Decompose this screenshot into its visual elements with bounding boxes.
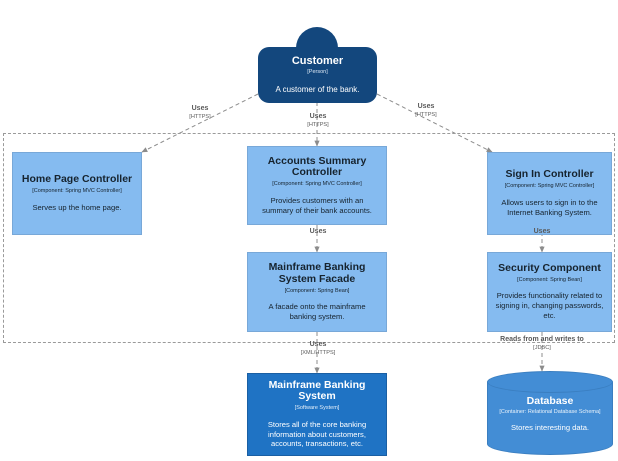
edge-label-text: Uses (309, 341, 327, 348)
sign-in-controller-name: Sign In Controller (505, 168, 594, 181)
edge-label-tech: [HTTPS] (415, 112, 437, 119)
edge-label-facade-to-mainframe: Uses [XML/HTTPS] (287, 341, 349, 357)
accounts-summary-controller-tech: [Component: Spring MVC Controller] (272, 181, 362, 188)
node-accounts-summary-controller[interactable]: Accounts Summary Controller [Component: … (247, 146, 387, 225)
edge-label-customer-to-signin: Uses [HTTPS] (396, 103, 456, 119)
edge-label-text: Uses (417, 103, 435, 110)
database-tech: [Container: Relational Database Schema] (499, 408, 601, 415)
mainframe-banking-system-name: Mainframe Banking System (268, 378, 366, 403)
edge-label-security-to-database: Reads from and writes to [JDBC] (497, 336, 587, 351)
node-mainframe-banking-system[interactable]: Mainframe Banking System [Software Syste… (247, 373, 387, 456)
home-page-controller-description: Serves up the home page. (32, 202, 122, 212)
node-home-page-controller[interactable]: Home Page Controller [Component: Spring … (12, 152, 142, 235)
mainframe-facade-name: Mainframe Banking System Facade (268, 261, 366, 285)
home-page-controller-tech: [Component: Spring MVC Controller] (32, 188, 122, 195)
edge-label-text: Reads from and writes to (500, 336, 584, 343)
sign-in-controller-description: Allows users to sign in to the Internet … (501, 197, 598, 217)
node-sign-in-controller[interactable]: Sign In Controller [Component: Spring MV… (487, 152, 612, 235)
edge-label-tech: [XML/HTTPS] (300, 350, 336, 357)
edge-label-tech: [HTTPS] (307, 122, 329, 129)
edge-label-text: Uses (191, 105, 209, 112)
node-mainframe-facade[interactable]: Mainframe Banking System Facade [Compone… (247, 252, 387, 332)
mainframe-banking-system-tech: [Software System] (294, 405, 340, 412)
mainframe-facade-description: A facade onto the mainframe banking syst… (268, 302, 366, 322)
edge-label-text: Uses (309, 228, 327, 235)
security-component-description: Provides functionality related to signin… (495, 291, 604, 321)
database-description: Stores interesting data. (510, 422, 590, 432)
edge-label-tech: [JDBC] (533, 345, 551, 352)
edge-label-customer-to-home: Uses [HTTPS] (170, 105, 230, 121)
container-boundary (3, 133, 615, 343)
edge-label-text: Uses (309, 113, 327, 120)
mainframe-facade-tech: [Component: Spring Bean] (284, 287, 350, 294)
edge-label-customer-to-accounts: Uses [HTTPS] (288, 113, 348, 129)
edge-label-accounts-to-facade: Uses (288, 228, 348, 237)
node-security-component[interactable]: Security Component [Component: Spring Be… (487, 252, 612, 332)
home-page-controller-name: Home Page Controller (21, 173, 133, 186)
edge-label-tech: [HTTPS] (189, 114, 211, 121)
sign-in-controller-tech: [Component: Spring MVC Controller] (504, 183, 595, 190)
customer-name: Customer (291, 54, 344, 67)
node-customer[interactable]: Customer [Person] A customer of the bank… (258, 47, 377, 103)
security-component-name: Security Component (498, 262, 601, 275)
customer-description: A customer of the bank. (275, 84, 360, 94)
accounts-summary-controller-name: Accounts Summary Controller (267, 154, 367, 179)
edge-label-signin-to-security: Uses (512, 228, 572, 237)
customer-tech: [Person] (307, 69, 328, 76)
node-database[interactable]: Database [Container: Relational Database… (487, 371, 613, 456)
database-cylinder-top (487, 371, 613, 393)
security-component-tech: [Component: Spring Bean] (517, 276, 582, 283)
accounts-summary-controller-description: Provides customers with an summary of th… (262, 195, 372, 215)
mainframe-banking-system-description: Stores all of the core banking informati… (267, 419, 367, 449)
edge-label-text: Uses (533, 228, 551, 235)
database-name: Database (526, 394, 574, 407)
